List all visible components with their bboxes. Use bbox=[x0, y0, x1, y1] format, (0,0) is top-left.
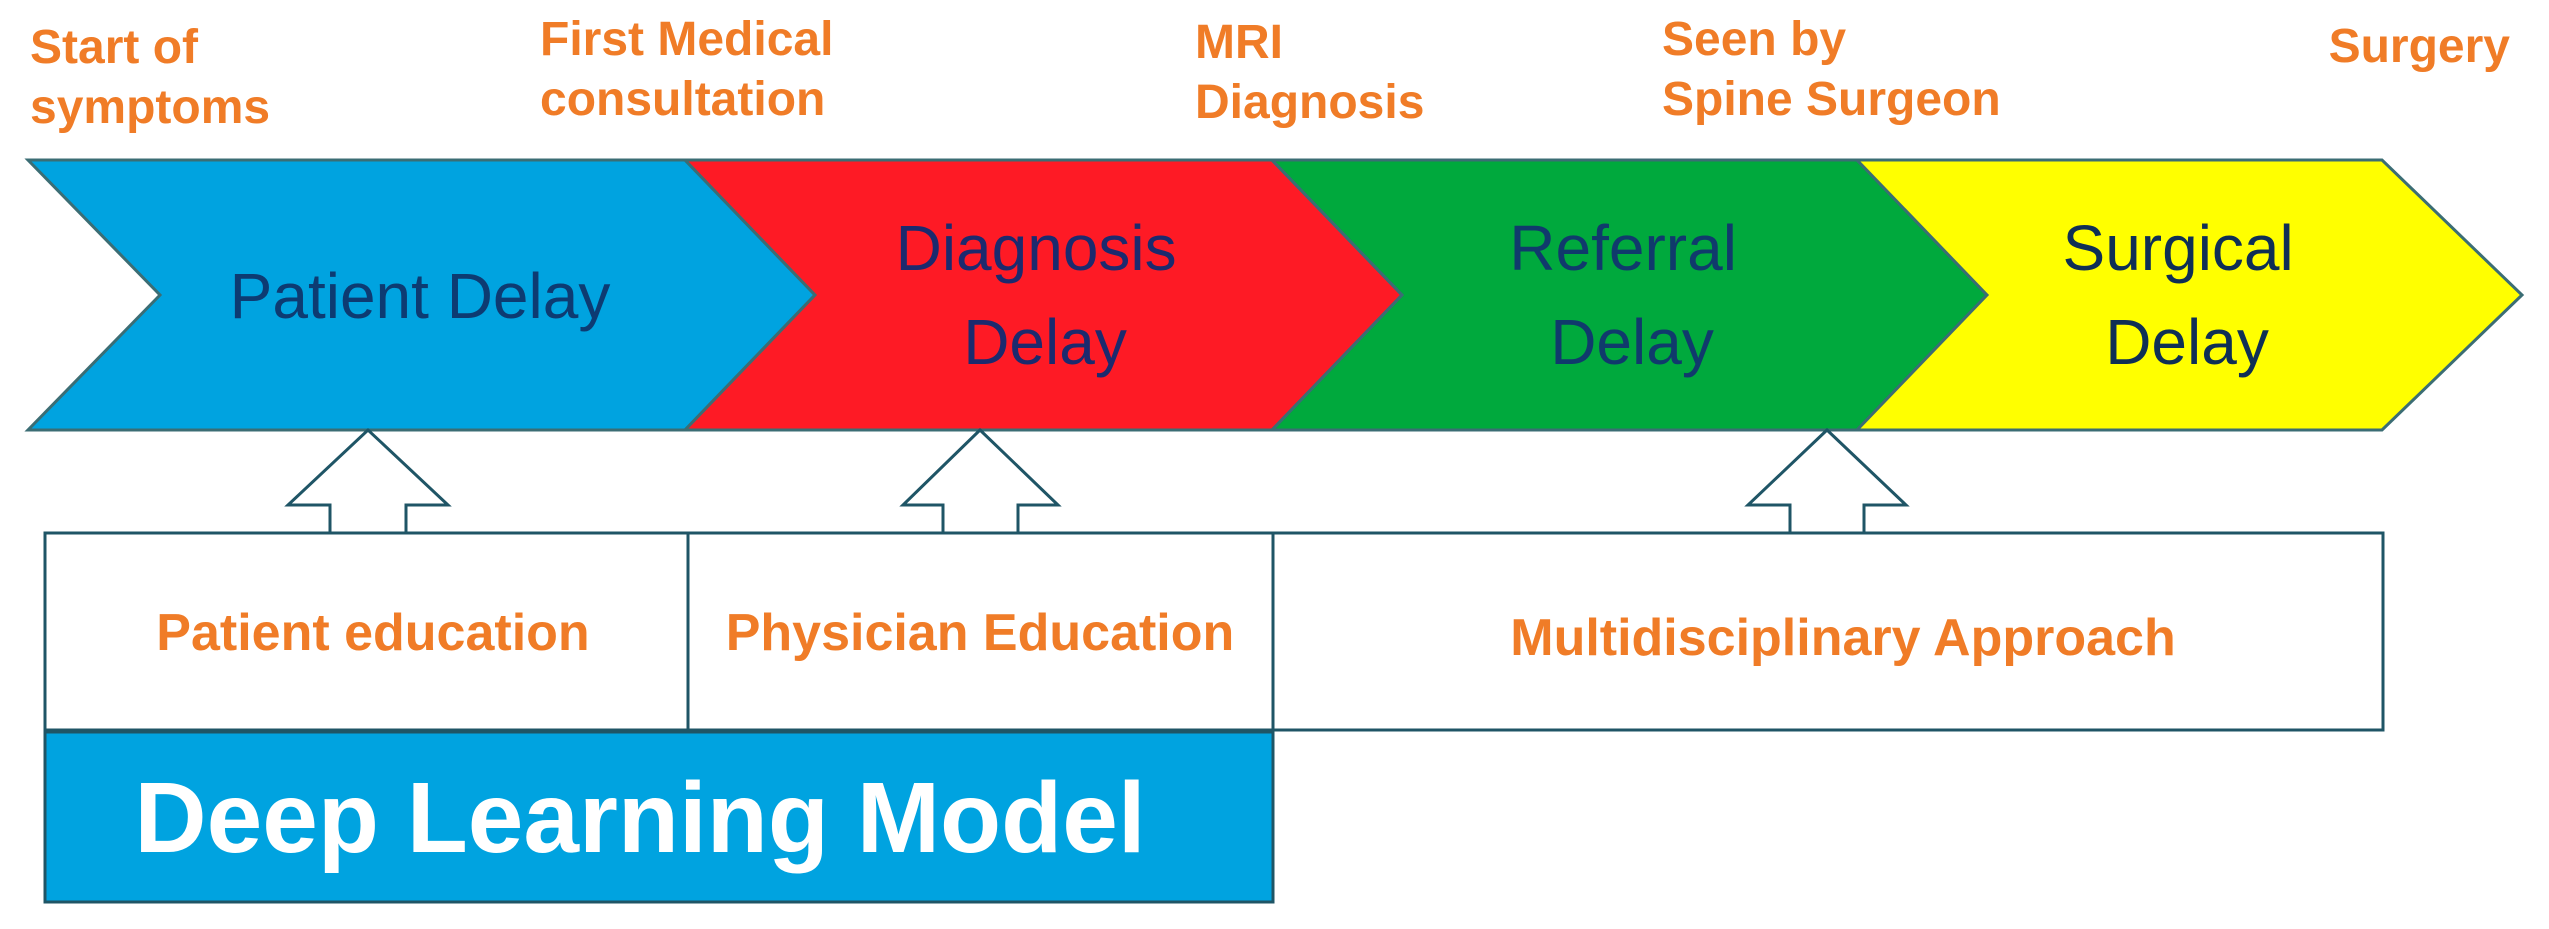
up-arrow-patient-education bbox=[284, 427, 452, 535]
milestone-first-medical-consultation: First Medical consultation bbox=[540, 13, 847, 126]
stage-label-referral-delay: Referral Delay bbox=[1509, 212, 1754, 378]
stage-band: Patient Delay Diagnosis Delay Referral D… bbox=[24, 158, 2525, 432]
stage-chevron-surgical-delay bbox=[1853, 158, 2525, 432]
deep-learning-model: Deep Learning Model bbox=[43, 730, 1275, 904]
up-arrow-multidisciplinary-approach bbox=[1744, 427, 1910, 535]
stage-label-diagnosis-delay: Diagnosis Delay bbox=[896, 212, 1195, 378]
milestone-surgery: Surgery bbox=[2329, 20, 2511, 73]
milestone-seen-by-spine-surgeon: Seen by Spine Surgeon bbox=[1662, 13, 2001, 126]
interventions: Patient education Physician Education Mu… bbox=[43, 427, 2385, 732]
up-arrow-physician-education bbox=[899, 427, 1062, 535]
intervention-label-multidisciplinary-approach: Multidisciplinary Approach bbox=[1510, 609, 2176, 667]
stage-label-surgical-delay: Surgical Delay bbox=[2063, 212, 2312, 378]
intervention-box-multidisciplinary-approach bbox=[1271, 531, 2385, 732]
stage-label-patient-delay: Patient Delay bbox=[230, 260, 611, 332]
intervention-label-physician-education: Physician Education bbox=[726, 604, 1235, 662]
milestone-start-of-symptoms: Start of symptoms bbox=[30, 21, 270, 134]
intervention-box-patient-education bbox=[43, 531, 690, 732]
deep-learning-model-box bbox=[43, 730, 1275, 904]
intervention-label-patient-education: Patient education bbox=[156, 604, 589, 662]
milestone-mri-diagnosis: MRI Diagnosis bbox=[1195, 16, 1424, 129]
deep-learning-model-label: Deep Learning Model bbox=[134, 762, 1145, 874]
milestone-labels: Start of symptoms First Medical consulta… bbox=[30, 13, 2510, 134]
